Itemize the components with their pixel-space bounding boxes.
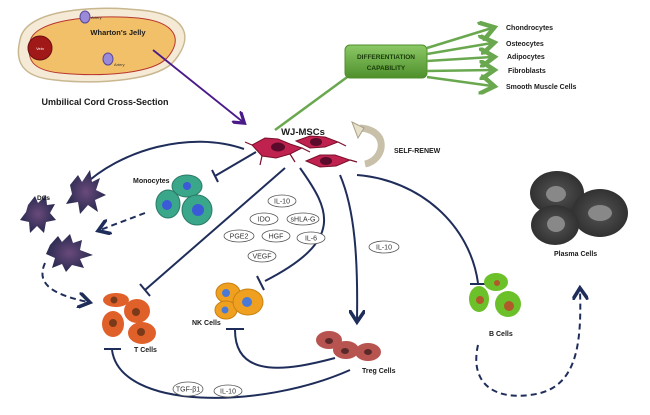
cytokine-il6: IL-6 bbox=[305, 236, 317, 243]
monocyte-cells bbox=[155, 174, 213, 226]
target-fibroblasts: Fibroblasts bbox=[508, 68, 546, 75]
cytokine-il10-bottom: IL-10 bbox=[220, 389, 236, 396]
target-osteocytes: Osteocytes bbox=[506, 41, 544, 48]
self-renew-arrowhead bbox=[351, 120, 365, 140]
wj-mscs-label: WJ-MSCs bbox=[281, 127, 325, 138]
cytokine-vegf: VEGF bbox=[252, 254, 271, 261]
cytokine-pge2: PGE2 bbox=[230, 234, 249, 241]
target-smooth-muscle: Smooth Muscle Cells bbox=[506, 84, 577, 91]
dcs-label: DCs bbox=[37, 195, 50, 202]
differentiation-link bbox=[274, 73, 351, 132]
monocytes-label: Monocytes bbox=[133, 178, 170, 185]
treg-cells bbox=[316, 331, 381, 361]
self-renew-label: SELF-RENEW bbox=[394, 148, 441, 155]
pathway-lines bbox=[75, 140, 488, 399]
t-cells bbox=[102, 293, 156, 344]
wharton-jelly-label: Wharton's Jelly bbox=[90, 28, 146, 37]
b-cells bbox=[469, 273, 521, 317]
artery-label: Artery bbox=[91, 15, 102, 20]
cytokine-ido: IDO bbox=[258, 217, 271, 224]
dendritic-cells bbox=[20, 170, 106, 272]
umbilical-cord-illustration bbox=[17, 7, 186, 83]
nk-cells bbox=[214, 282, 264, 320]
cytokine-tgfb1: TGF-β1 bbox=[176, 387, 200, 394]
artery-icon bbox=[79, 10, 91, 24]
b-cells-label: B Cells bbox=[489, 331, 513, 338]
vein-icon bbox=[27, 35, 53, 61]
self-renew-arrow bbox=[359, 124, 385, 168]
differentiation-line2: CAPABILITY bbox=[367, 65, 406, 72]
plasma-cells bbox=[530, 171, 628, 245]
differentiation-arrows bbox=[426, 28, 492, 86]
msc-cells bbox=[244, 135, 358, 168]
differentiation-box bbox=[344, 44, 428, 79]
cytokine-shla-g: sHLA-G bbox=[291, 217, 316, 224]
source-arrow bbox=[152, 49, 243, 122]
cytokine-il10-treg: IL-10 bbox=[376, 245, 392, 252]
differentiation-line1: DIFFERENTIATION bbox=[357, 54, 415, 61]
umbilical-title: Umbilical Cord Cross-Section bbox=[41, 97, 168, 107]
dashed-differentiation-lines bbox=[41, 212, 580, 397]
artery-label: Artery bbox=[114, 62, 125, 67]
cytokine-cluster bbox=[172, 194, 400, 398]
vein-label: Vein bbox=[36, 46, 44, 51]
target-adipocytes: Adipocytes bbox=[507, 54, 545, 61]
target-chondrocytes: Chondrocytes bbox=[506, 25, 553, 32]
artery-icon bbox=[102, 52, 114, 66]
cytokine-hgf: HGF bbox=[269, 234, 284, 241]
cytokine-il10: IL-10 bbox=[274, 199, 290, 206]
treg-cells-label: Treg Cells bbox=[362, 368, 396, 375]
nk-cells-label: NK Cells bbox=[192, 320, 221, 327]
plasma-cells-label: Plasma Cells bbox=[554, 251, 597, 258]
t-cells-label: T Cells bbox=[134, 347, 157, 354]
